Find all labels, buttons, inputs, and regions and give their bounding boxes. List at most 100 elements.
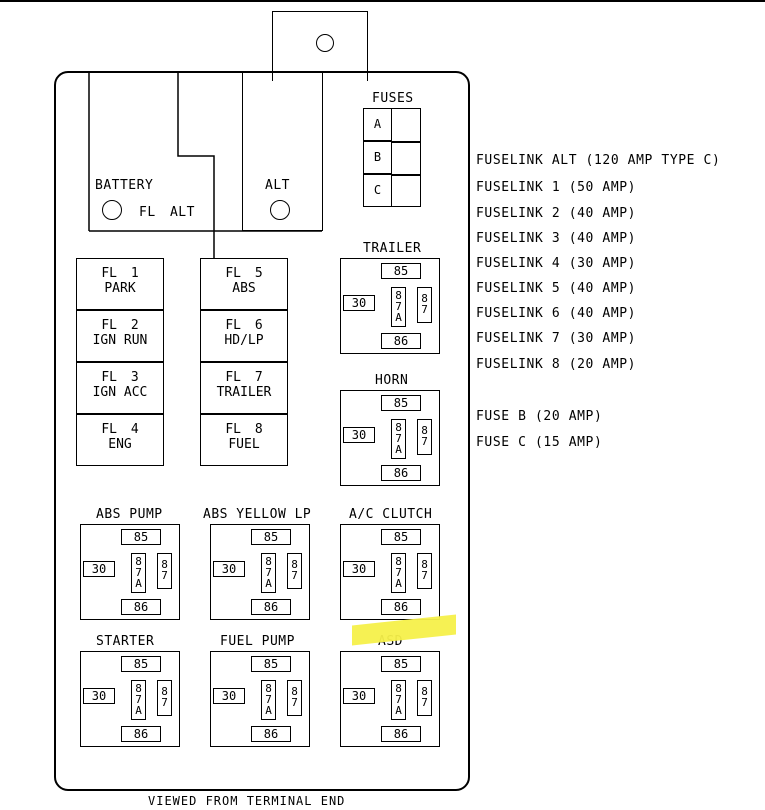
pin-85: 85 (381, 656, 421, 672)
fuselink-circuit: ABS (232, 281, 256, 296)
pin-87a: 87A (131, 680, 146, 720)
pin-87: 87 (157, 680, 172, 716)
battery-label: BATTERY (95, 178, 154, 193)
fuselink-circuit: IGN RUN (92, 333, 148, 348)
pin-87: 87 (287, 553, 302, 589)
legend-entry: FUSELINK ALT (120 AMP TYPE C) (476, 153, 721, 168)
pin-86: 86 (251, 599, 291, 615)
relay-title: HORN (375, 373, 409, 388)
battery-terminal-icon (102, 200, 122, 220)
pin-86: 86 (121, 726, 161, 742)
pin-87: 87 (417, 553, 432, 589)
legend-entry: FUSELINK 6 (40 AMP) (476, 306, 637, 321)
pin-86: 86 (381, 599, 421, 615)
pin-87a: 87A (391, 553, 406, 593)
pin-87-label: 87 (421, 685, 428, 709)
pin-30: 30 (343, 688, 375, 704)
legend-entry: FUSELINK 7 (30 AMP) (476, 331, 637, 346)
pin-87a-label: 87A (265, 682, 272, 717)
pin-30: 30 (343, 427, 375, 443)
bus-lines (88, 71, 322, 261)
fuselink-number: FL 4 (101, 422, 139, 437)
pin-30: 30 (83, 561, 115, 577)
fuselink-number: FL 3 (101, 370, 139, 385)
fuselink-number: FL 5 (225, 266, 263, 281)
fuselink-circuit: PARK (104, 281, 136, 296)
fuselink-circuit: IGN ACC (92, 385, 148, 400)
fuselink-circuit: FUEL (228, 437, 260, 452)
pin-87a: 87A (391, 419, 406, 459)
pin-87a-label: 87A (395, 682, 402, 717)
pin-30: 30 (213, 561, 245, 577)
pin-86: 86 (381, 465, 421, 481)
pin-86: 86 (251, 726, 291, 742)
fuselink-circuit: TRAILER (216, 385, 272, 400)
relay-socket[interactable]: 85 30 87A 87 86 (210, 651, 310, 747)
fuse-slot-b[interactable]: B (363, 141, 392, 174)
fuse-divider-1 (392, 141, 420, 143)
legend-entry: FUSELINK 2 (40 AMP) (476, 206, 637, 221)
footer-caption: VIEWED FROM TERMINAL END (148, 794, 346, 808)
pin-87a-label: 87A (135, 682, 142, 717)
relay-title: A/C CLUTCH (349, 507, 433, 522)
pin-85: 85 (251, 529, 291, 545)
pin-30: 30 (343, 295, 375, 311)
alt-terminal-icon (270, 200, 290, 220)
pin-85: 85 (251, 656, 291, 672)
pin-87: 87 (417, 287, 432, 323)
fuse-slot-c-label: C (373, 183, 382, 197)
pin-87: 87 (287, 680, 302, 716)
pin-86: 86 (121, 599, 161, 615)
relay-title: ABS PUMP (96, 507, 163, 522)
pin-87: 87 (417, 680, 432, 716)
battery-bus-outline (54, 71, 322, 261)
alt-label: ALT (265, 178, 290, 193)
pin-87-label: 87 (161, 558, 168, 582)
pin-86: 86 (381, 333, 421, 349)
legend-entry: FUSELINK 5 (40 AMP) (476, 281, 637, 296)
pin-87: 87 (157, 553, 172, 589)
pin-87a: 87A (391, 680, 406, 720)
fuse-slot-a[interactable]: A (363, 108, 392, 141)
fuselink-number: FL 8 (225, 422, 263, 437)
pin-87a-label: 87A (135, 555, 142, 590)
pin-87a: 87A (261, 680, 276, 720)
pin-87a: 87A (131, 553, 146, 593)
pin-87: 87 (417, 419, 432, 455)
pin-85: 85 (381, 263, 421, 279)
fuses-title: FUSES (372, 91, 414, 106)
legend-entry: FUSELINK 8 (20 AMP) (476, 357, 637, 372)
pin-87-label: 87 (161, 685, 168, 709)
relay-title: TRAILER (363, 241, 422, 256)
relay-socket[interactable]: 85 30 87A 87 86 (210, 524, 310, 620)
pin-85: 85 (381, 529, 421, 545)
pin-87a-label: 87A (395, 555, 402, 590)
fuselink-number: FL 1 (101, 266, 139, 281)
fuse-slot-c[interactable]: C (363, 174, 392, 207)
pin-30: 30 (213, 688, 245, 704)
legend-entry: FUSELINK 1 (50 AMP) (476, 180, 637, 195)
legend-entry: FUSELINK 3 (40 AMP) (476, 231, 637, 246)
legend-entry: FUSE C (15 AMP) (476, 435, 603, 450)
alt-bus-outline (242, 71, 323, 231)
legend-entry: FUSELINK 4 (30 AMP) (476, 256, 637, 271)
pin-87a-label: 87A (265, 555, 272, 590)
fuselink-number: FL 6 (225, 318, 263, 333)
fuse-slot-b-label: B (373, 150, 382, 164)
relay-title: STARTER (96, 634, 155, 649)
fl-alt-label: FL ALT (139, 205, 195, 220)
